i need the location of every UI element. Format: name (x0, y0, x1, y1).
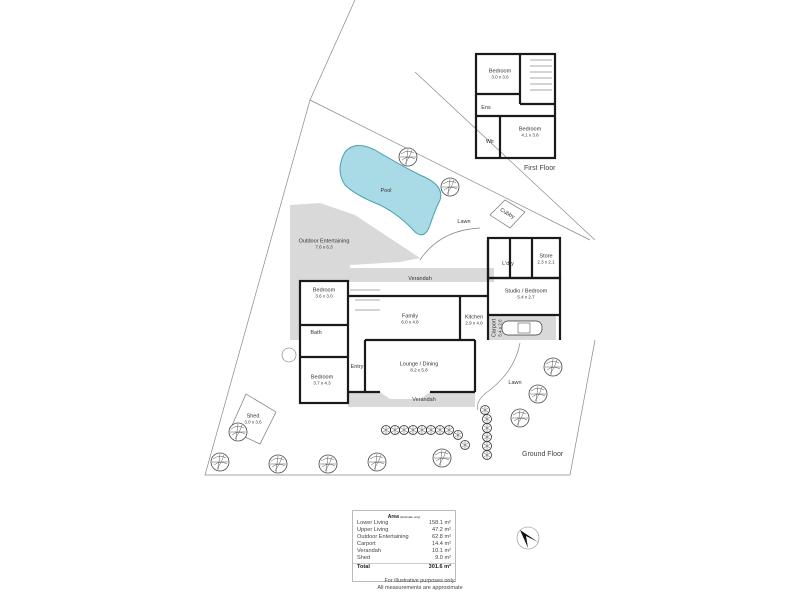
area-total-row: Total 301.6 m² (353, 563, 455, 571)
room-dims: 2.9 x 4.0 (465, 320, 483, 326)
first-floor-label: First Floor (524, 165, 556, 172)
room-name: Bedroom (310, 374, 334, 381)
room-label-bath: Bath (310, 330, 321, 336)
pool-name: Pool (380, 187, 392, 194)
room-label-store: Store 2.3 x 2.1 (537, 253, 554, 264)
disclaimer-line-2: All measurements are approximate (377, 585, 463, 591)
room-label-ff-ensuite: Ens (481, 105, 490, 111)
area-row-label: Verandah (357, 548, 381, 554)
room-dims: 5.4 x 2.7 (517, 294, 535, 300)
room-dims: 3.7 x 4.3 (313, 380, 331, 386)
verandah-name: Verandah (412, 396, 436, 403)
room-label-carport: Carport 5.4 x 2.6 (491, 319, 502, 337)
area-row-value: 9.0 m² (435, 555, 451, 561)
room-name: Family (401, 313, 419, 320)
area-row: Verandah 10.1 m² (353, 548, 455, 555)
room-label-family: Family 6.0 x 4.8 (401, 313, 418, 324)
verandah-south (348, 392, 475, 407)
room-dims: 6.0 x 4.8 (401, 319, 419, 325)
area-row-value: 158.1 m² (428, 520, 451, 526)
room-label-lounge-dining: Lounge / Dining 8.2 x 5.8 (400, 361, 439, 372)
lawn-name: Lawn (457, 218, 471, 225)
area-table: Area (Estimate only) Lower Living 158.1 m… (352, 510, 456, 582)
disclaimer-line-1: For illustrative purposes only. (384, 578, 456, 584)
room-dims: 3.0 x 3.6 (491, 74, 509, 80)
room-label-bedroom-2: Bedroom 3.7 x 4.3 (311, 374, 333, 385)
area-total-label: Total (357, 564, 370, 570)
area-name: Outdoor Entertaining (298, 238, 350, 245)
disclaimer: For illustrative purposes only. All meas… (340, 578, 500, 592)
ground-floor-walls (298, 236, 562, 405)
compass-north-arrow-icon (516, 526, 540, 550)
room-name: Bedroom (488, 68, 512, 75)
room-name: Bedroom (518, 126, 542, 133)
room-label-bedroom-1: Bedroom 3.6 x 3.0 (313, 287, 335, 298)
room-label-entry: Entry (351, 364, 364, 370)
area-subtitle: (Estimate only) (400, 515, 421, 519)
shed-name: Shed (246, 413, 260, 420)
area-row: Shed 9.0 m² (353, 555, 455, 562)
area-row: Upper Living 47.2 m² (353, 527, 455, 534)
room-label-studio-bedroom: Studio / Bedroom 5.4 x 2.7 (505, 288, 548, 299)
room-dims: 8.2 x 5.8 (410, 367, 428, 373)
room-label-ff-bedroom-1: Bedroom 3.0 x 3.6 (489, 68, 511, 79)
room-name: Wir (485, 138, 495, 145)
room-name: Ens (481, 104, 491, 111)
room-label-kitchen: Kitchen 2.9 x 4.0 (465, 314, 483, 325)
room-dims: 4.1 x 3.8 (521, 132, 539, 138)
room-dims: 3.6 x 3.0 (315, 293, 333, 299)
verandah-north-label: Verandah (408, 276, 432, 282)
area-row-label: Upper Living (357, 527, 389, 533)
first-floor-walls (474, 52, 557, 160)
area-title-text: Area (387, 514, 399, 520)
lawn-north-label: Lawn (457, 219, 470, 225)
verandah-name: Verandah (408, 275, 432, 282)
outdoor-entertaining-area (290, 203, 420, 340)
room-name: Bath (310, 329, 322, 336)
room-dims: 2.3 x 2.1 (537, 259, 555, 265)
area-dims: 7.6 x 6.3 (315, 244, 333, 250)
area-row-value: 14.4 m² (432, 541, 451, 547)
pool-label: Pool (380, 188, 391, 194)
room-name: Store (539, 253, 553, 260)
ground-floor-label: Ground Floor (522, 451, 564, 458)
room-name: Entry (350, 363, 364, 370)
room-name: Lounge / Dining (399, 361, 439, 368)
area-row-label: Shed (357, 555, 371, 561)
cubby (489, 199, 526, 229)
area-row: Lower Living 158.1 m² (353, 520, 455, 527)
room-name: Bedroom (312, 287, 336, 294)
room-label-laundry: L'dry (502, 261, 514, 267)
room-name: Studio / Bedroom (504, 288, 548, 295)
area-row-value: 47.2 m² (432, 527, 451, 533)
room-dims: 5.4 x 2.6 (497, 319, 503, 337)
room-name: Kitchen (464, 314, 484, 321)
stairs (350, 59, 552, 311)
area-total-value: 301.6 m² (428, 564, 451, 570)
car-icon (501, 320, 543, 336)
area-row: Carport 14.4 m² (353, 541, 455, 548)
lawn-east-label: Lawn (508, 380, 521, 386)
verandah-south-label: Verandah (412, 397, 436, 403)
shed-dims: 3.0 x 3.6 (244, 419, 262, 425)
area-row-label: Lower Living (357, 520, 389, 526)
verandah-north (348, 268, 494, 282)
area-row: Outdoor Entertaining 62.8 m² (353, 534, 455, 541)
room-label-ff-wir: Wir (486, 139, 494, 145)
area-row-value: 62.8 m² (432, 534, 451, 540)
room-name: L'dry (502, 260, 514, 267)
area-table-title: Area (Estimate only) (353, 514, 455, 520)
room-label-ff-bedroom-2: Bedroom 4.1 x 3.8 (519, 126, 541, 137)
shed-label: Shed 3.0 x 3.6 (244, 413, 261, 424)
area-row-label: Carport (357, 541, 376, 547)
pool (339, 145, 442, 236)
area-row-value: 10.1 m² (432, 548, 451, 554)
lawn-name: Lawn (508, 379, 522, 386)
outdoor-entertaining-label: Outdoor Entertaining 7.6 x 6.3 (299, 238, 350, 249)
area-row-label: Outdoor Entertaining (357, 534, 409, 540)
property-boundary (204, 0, 596, 476)
